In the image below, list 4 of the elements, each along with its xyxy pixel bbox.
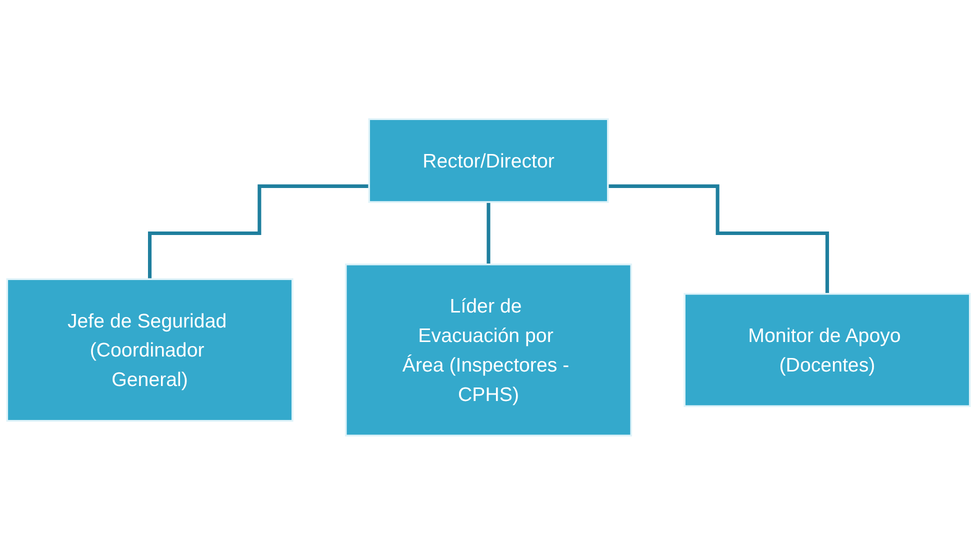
node-box: Líder de Evacuación por Área (Inspectores - CPHS) [344,263,632,436]
node-box: Monitor de Apoyo (Docentes) [684,292,971,407]
node-box: Jefe de Seguridad (Coordinador General) [6,278,294,422]
node-box: Rector/Director [368,118,609,203]
